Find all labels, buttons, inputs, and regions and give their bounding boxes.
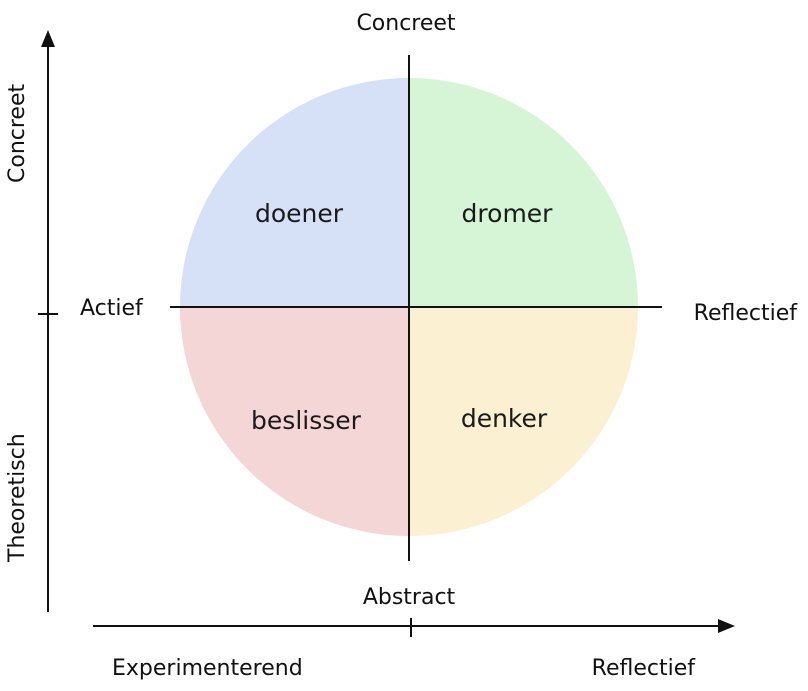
quadrant-beslisser xyxy=(180,307,409,536)
quadrant-label-doener: doener xyxy=(255,199,344,228)
vertical-axis-bottom-label: Theoretisch xyxy=(5,433,30,563)
top-label: Concreet xyxy=(356,11,455,36)
quadrant-label-denker: denker xyxy=(461,404,548,433)
cross-lines xyxy=(170,55,662,561)
quadrant-denker xyxy=(409,307,638,536)
horizontal-axis-left-label: Experimenterend xyxy=(112,656,303,681)
horizontal-axis xyxy=(93,618,718,637)
horizontal-axis-right-label: Reflectief xyxy=(592,656,697,681)
quadrant-label-dromer: dromer xyxy=(462,199,554,228)
vertical-axis-top-label: Concreet xyxy=(5,84,30,183)
vertical-axis xyxy=(38,46,58,612)
quadrant-label-beslisser: beslisser xyxy=(251,406,362,435)
horizontal-axis-arrowhead xyxy=(718,619,735,633)
left-label: Actief xyxy=(80,296,144,321)
vertical-axis-arrowhead xyxy=(41,30,55,47)
bottom-label: Abstract xyxy=(363,585,456,610)
quadrant-doener xyxy=(180,78,409,307)
right-label: Reflectief xyxy=(694,301,799,326)
quadrant-dromer xyxy=(409,78,638,307)
